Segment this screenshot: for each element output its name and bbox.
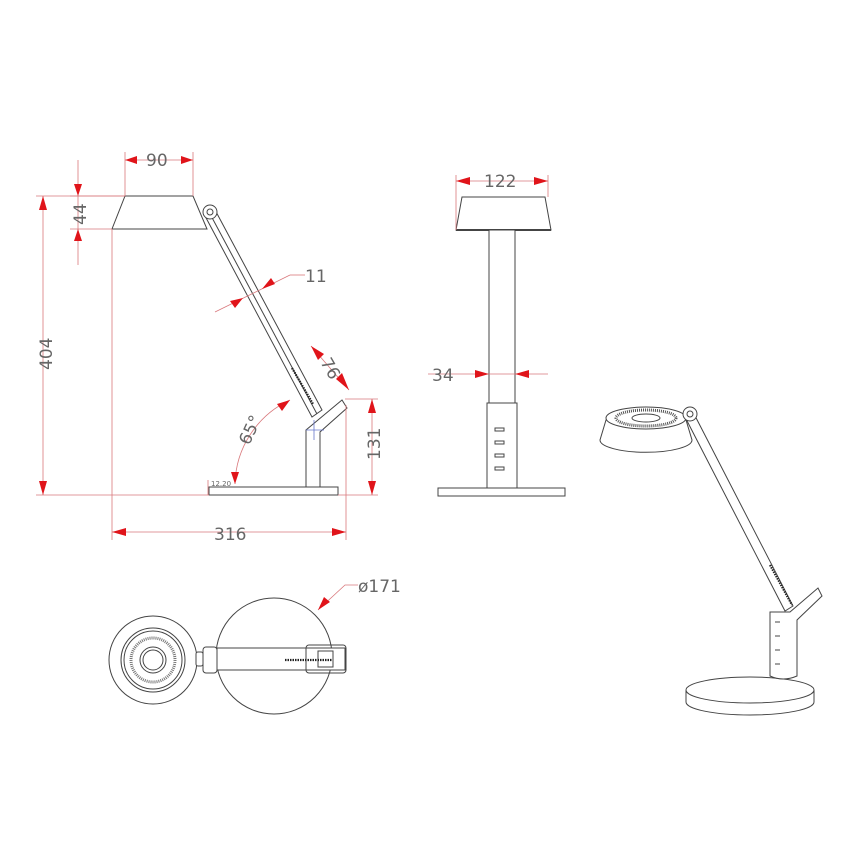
dim-shade-height: 44 xyxy=(70,160,125,265)
persp-arm xyxy=(683,409,794,612)
top-view: ø171 xyxy=(108,577,401,715)
front-stand xyxy=(486,402,518,489)
dim-label-90: 90 xyxy=(146,151,168,171)
dim-label-171: ø171 xyxy=(358,577,401,597)
persp-hinge-spring xyxy=(769,564,793,606)
dim-shade-width: 90 xyxy=(124,151,194,196)
side-joint xyxy=(202,204,218,220)
persp-stand xyxy=(769,587,823,680)
dim-base-diameter: ø171 xyxy=(317,577,401,611)
top-arm xyxy=(216,647,346,671)
persp-base xyxy=(685,676,815,704)
dim-label-34: 34 xyxy=(432,366,454,386)
side-hinge-spring xyxy=(291,367,314,405)
side-stand xyxy=(305,399,348,488)
dim-total-height: 404 xyxy=(36,195,209,496)
front-pole xyxy=(488,229,516,406)
dim-shade-diameter: 122 xyxy=(455,172,549,230)
dim-arm-width: 11 xyxy=(214,267,327,313)
perspective-view xyxy=(599,406,823,716)
dim-angle: 65° xyxy=(231,399,291,485)
dim-stand-height: 131 xyxy=(338,398,385,496)
dim-label-12-20: 12.20 xyxy=(211,480,231,488)
dim-label-316: 316 xyxy=(214,525,246,545)
dim-pole-width: 34 xyxy=(428,366,548,386)
dim-hinge-length: 76 xyxy=(310,345,350,391)
dim-label-44: 44 xyxy=(71,203,91,225)
dim-label-65: 65° xyxy=(235,412,266,448)
front-base xyxy=(437,487,566,497)
front-stand-slots xyxy=(494,427,505,471)
persp-joint xyxy=(682,406,698,422)
dim-label-404: 404 xyxy=(37,338,57,370)
side-view: 90 44 404 11 76 xyxy=(36,151,385,545)
top-joint xyxy=(202,646,218,674)
front-shade xyxy=(455,196,552,231)
dim-label-122: 122 xyxy=(484,172,516,192)
dim-total-depth: 316 xyxy=(111,229,347,545)
side-base xyxy=(208,486,339,496)
side-shade xyxy=(111,195,208,230)
front-view: 122 34 xyxy=(428,172,566,497)
persp-stand-slots xyxy=(775,621,780,665)
top-shade-outer xyxy=(108,615,198,705)
persp-shade xyxy=(599,419,693,453)
dim-label-131: 131 xyxy=(365,428,385,460)
dim-label-11: 11 xyxy=(305,267,327,287)
